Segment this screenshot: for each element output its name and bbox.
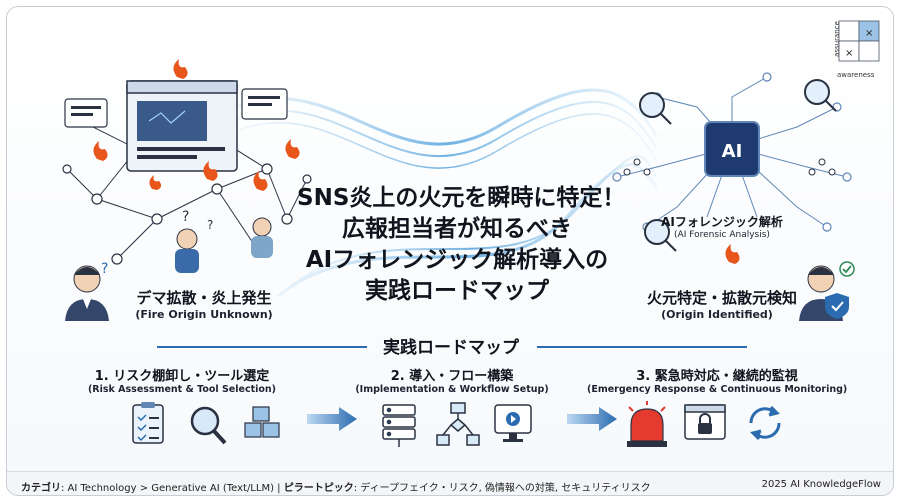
- step-arrow-2: [567, 407, 617, 431]
- step-1-label: 1. リスク棚卸し・ツール選定: [94, 369, 270, 384]
- category-value: : AI Technology > Generative AI (Text/LL…: [61, 483, 284, 494]
- step-3-sublabel: (Emergency Response & Continuous Monitor…: [587, 384, 848, 395]
- pillar-value: : ディープフェイク・リスク, 偽情報への対策, セキュリティリスク: [353, 483, 651, 494]
- origin-identified-label: 火元特定・拡散元検知 (Origin Identified): [647, 287, 798, 321]
- server-icon: [382, 404, 416, 447]
- title-line-2: 広報担当者が知るべき: [342, 216, 572, 242]
- step-2-icons: [382, 402, 532, 447]
- matrix-grid: × ×: [838, 20, 880, 62]
- title-line-1: SNS炎上の火元を瞬時に特定！: [297, 185, 626, 211]
- step-3-label: 3. 緊急時対応・継続的監視: [636, 369, 798, 384]
- matrix-y-axis-label: assurance: [832, 21, 841, 57]
- step-1-sublabel: (Risk Assessment & Tool Selection): [87, 384, 277, 395]
- step-3-icons: [627, 401, 781, 447]
- viral-network-illustration: ? ?: [62, 59, 312, 273]
- ai-forensic-label: AIフォレンジック解析 (AI Forensic Analysis): [657, 213, 787, 240]
- alarm-icon: [627, 401, 667, 447]
- refresh-icon: [749, 405, 781, 441]
- magnifier-icon: [190, 406, 227, 445]
- matrix-marker-bottom: ×: [845, 48, 853, 59]
- roadmap-title: 実践ロードマップ: [383, 338, 519, 358]
- ai-label-main: AIフォレンジック解析: [661, 215, 783, 229]
- step-arrow-1: [307, 407, 357, 431]
- lock-window-icon: [684, 404, 726, 440]
- footer-credit: 2025 AI KnowledgeFlow: [761, 479, 881, 490]
- svg-text:?: ?: [101, 261, 108, 277]
- step-1-icons: [132, 402, 280, 445]
- ai-chip-text: AI: [722, 141, 743, 162]
- title-line-3: AIフォレンジック解析導入の: [305, 247, 609, 273]
- left-label-sub: (Fire Origin Unknown): [135, 308, 273, 321]
- assurance-awareness-matrix: assurance × × awareness: [833, 19, 883, 79]
- matrix-marker-top: ×: [865, 28, 873, 39]
- cubes-icon: [244, 406, 280, 438]
- infographic-frame: ? ? ? AI: [6, 6, 894, 496]
- footer-category: カテゴリ: AI Technology > Generative AI (Tex…: [21, 479, 651, 494]
- roadmap-step-2: 2. 導入・フロー構築 (Implementation & Workflow S…: [337, 365, 567, 395]
- monitor-icon: [494, 404, 532, 442]
- roadmap-divider-left: [157, 346, 367, 348]
- footer-bar: カテゴリ: AI Technology > Generative AI (Tex…: [7, 471, 893, 495]
- right-label-main: 火元特定・拡散元検知: [647, 289, 798, 307]
- step-2-label: 2. 導入・フロー構築: [390, 369, 514, 384]
- checklist-icon: [132, 402, 164, 444]
- category-label: カテゴリ: [21, 483, 61, 494]
- left-label-main: デマ拡散・炎上発生: [136, 289, 272, 307]
- title-line-4: 実践ロードマップ: [365, 278, 549, 304]
- ai-forensic-illustration: AI: [612, 72, 852, 264]
- confident-businessman-avatar: [799, 261, 855, 321]
- flowchart-icon: [436, 402, 480, 446]
- roadmap-divider-right: [537, 346, 747, 348]
- ai-label-sub: (AI Forensic Analysis): [674, 230, 770, 240]
- step-2-sublabel: (Implementation & Workflow Setup): [355, 384, 549, 395]
- fire-origin-unknown-label: デマ拡散・炎上発生 (Fire Origin Unknown): [129, 287, 279, 321]
- roadmap-step-3: 3. 緊急時対応・継続的監視 (Emergency Response & Con…: [587, 365, 847, 395]
- roadmap-section-header: 実践ロードマップ: [7, 333, 893, 359]
- flow-wave: [237, 88, 657, 297]
- svg-text:?: ?: [182, 209, 189, 225]
- roadmap-step-1: 1. リスク棚卸し・ツール選定 (Risk Assessment & Tool …: [67, 365, 297, 395]
- pillar-label: ピラートピック: [283, 483, 354, 494]
- svg-text:?: ?: [207, 218, 213, 232]
- worried-businessman-avatar: ?: [65, 261, 109, 321]
- right-label-sub: (Origin Identified): [661, 308, 773, 321]
- matrix-x-axis-label: awareness: [837, 71, 875, 79]
- page-title: SNS炎上の火元を瞬時に特定！ 広報担当者が知るべき AIフォレンジック解析導入…: [297, 183, 626, 307]
